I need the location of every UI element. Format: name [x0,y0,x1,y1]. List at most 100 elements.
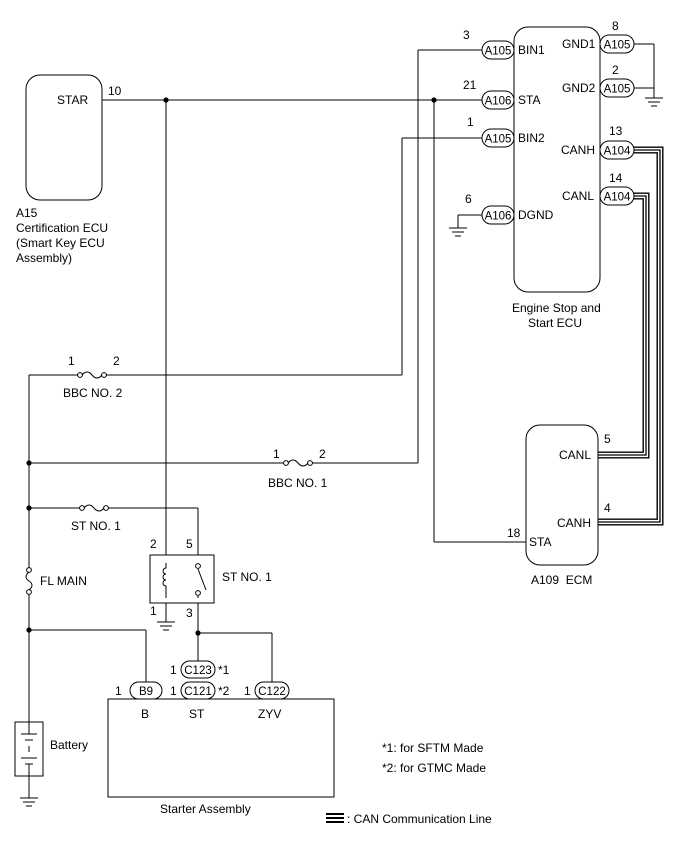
starter-pin: 1 [170,663,177,677]
fuse-bbc2-label: BBC NO. 2 [63,386,123,400]
ecm-sta-pin: 18 [507,526,521,540]
starter-pin: 1 [244,684,251,698]
fuse-pin: 2 [319,447,326,461]
connector-c122: C122 [254,681,290,700]
ecm-canl-pin: 5 [604,432,611,446]
connector-label: A104 [604,146,631,158]
engine-stop-start-ecu-box [513,26,601,293]
connector-note: *1 [218,663,230,677]
ground-icon [20,797,38,807]
connector-label: B9 [139,686,153,698]
note-gtmc: *2: for GTMC Made [382,761,486,775]
certification-ecu-ref: A15 [16,206,38,220]
connector-note: *2 [218,684,230,698]
engine-stop-start-ecu-name: Engine Stop and [512,301,601,315]
fuse-bbc2-icon [77,370,107,380]
battery-label: Battery [50,738,88,752]
connector-a106-sta: A106 [481,90,515,110]
fuse-bbc1-icon [283,458,313,468]
terminal-label: DGND [518,208,554,222]
connector-c123: C123 [180,660,216,679]
pin-number: 1 [467,115,474,129]
relay-pin: 1 [150,604,157,618]
pin-number: 13 [609,124,623,138]
starter-assembly-name: Starter Assembly [160,802,251,816]
certification-ecu-box [25,74,103,201]
starter-terminal-zyv: ZYV [258,707,281,721]
relay-switch-icon [197,568,207,591]
junction-dot [195,630,201,636]
connector-c121: C121 [180,681,216,700]
relay-coil-icon [162,563,167,596]
terminal-label: BIN2 [518,131,545,145]
starter-assembly-box [107,698,335,798]
junction-dot [163,97,169,103]
st-relay [149,554,215,604]
pin-number: 8 [612,19,619,33]
connector-label: A104 [604,192,631,204]
junction-dot [26,505,32,511]
pin-number: 6 [465,192,472,206]
connector-a104-canl: A104 [599,186,635,206]
terminal-label: STA [518,93,540,107]
battery-icon [14,721,44,777]
can-canl-line [598,192,650,459]
fuse-pin: 2 [113,354,120,368]
can-legend-label: : CAN Communication Line [347,812,492,826]
certification-ecu-name: Certification ECU [16,221,108,235]
connector-a106-dgnd: A106 [481,205,515,225]
relay-pin: 2 [150,537,157,551]
terminal-label: GND2 [562,81,596,95]
fuse-fl-main-label: FL MAIN [40,574,87,588]
ecm-name: A109 ECM [531,573,592,587]
can-canh-line [598,146,664,526]
connector-label: A105 [604,40,631,52]
engine-stop-start-ecu-name: Start ECU [528,316,582,330]
fuse-fl-main-icon [24,567,34,595]
pin-number: 2 [612,63,619,77]
fuse-bbc1-label: BBC NO. 1 [268,476,328,490]
fuse-pin: 1 [68,354,75,368]
relay-box [149,554,215,604]
connector-label: A106 [485,96,512,108]
connector-a105-bin1: A105 [481,40,515,60]
relay-contact [195,590,201,596]
connector-b9: B9 [129,681,163,700]
fuse-st1-icon [79,503,109,513]
fuse-pin: 1 [273,447,280,461]
junction-dot [26,460,32,466]
ecm-canh-pin: 4 [604,501,611,515]
star-pin-number: 10 [108,84,122,98]
starter-terminal-st: ST [189,707,205,721]
relay-label: ST NO. 1 [222,570,272,584]
relay-pin: 3 [186,606,193,620]
pin-number: 3 [463,28,470,42]
connector-label: C123 [184,665,212,677]
ground-icon [157,621,175,631]
certification-ecu-name: (Smart Key ECU [16,236,105,250]
connector-label: A105 [485,46,512,58]
connector-label: C122 [258,686,286,698]
terminal-label: CANH [561,143,595,157]
pin-number: 21 [463,78,477,92]
junction-dot [431,97,437,103]
connector-a105-gnd1: A105 [599,34,635,54]
note-sftm: *1: for SFTM Made [382,741,484,755]
connector-label: A105 [485,134,512,146]
terminal-label: BIN1 [518,43,545,57]
ecm-canh-label: CANH [557,516,591,530]
ecm-sta-label: STA [529,535,551,549]
starter-terminal-b: B [141,707,149,721]
connector-a104-canh: A104 [599,140,635,160]
pin-number: 14 [609,171,623,185]
star-terminal-label: STAR [57,93,88,107]
starter-pin: 1 [170,684,177,698]
relay-contact [195,563,201,569]
ground-icon [449,227,467,237]
can-legend-icon [326,813,344,823]
certification-ecu-name: Assembly) [16,251,72,265]
junction-dot [26,627,32,633]
connector-a105-gnd2: A105 [599,78,635,98]
wires [26,43,664,798]
connector-a105-bin2: A105 [481,128,515,148]
